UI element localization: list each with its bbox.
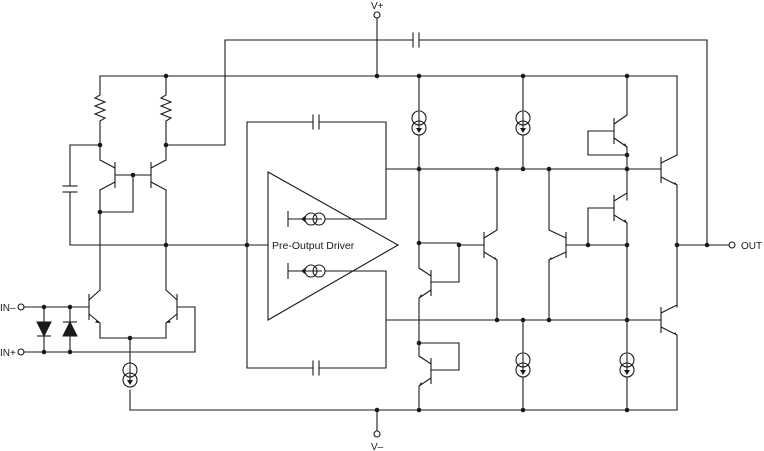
driver-internal-source-bottom <box>287 263 387 321</box>
v-minus-label: V– <box>371 442 384 451</box>
drive-transistor-b <box>548 168 591 321</box>
output-transistor-bottom <box>660 304 678 411</box>
shift-transistor-upper <box>418 242 460 344</box>
input-transistor-right <box>165 289 178 339</box>
v-plus-label: V+ <box>371 1 384 12</box>
clamp-diode-left <box>36 306 52 353</box>
in-minus-label: IN– <box>0 303 16 314</box>
compensation-capacitor-input <box>62 144 248 246</box>
shift-transistor-lower <box>416 340 460 411</box>
bias-source-1 <box>411 75 427 246</box>
pre-output-driver: Pre-Output Driver <box>244 171 400 321</box>
output-bias-transistor-mid <box>587 192 630 321</box>
driver-feedback-capacitor-bottom <box>246 244 387 376</box>
bias-source-3 <box>515 319 531 411</box>
bias-source-2 <box>515 75 531 170</box>
tail-current-source <box>122 362 138 388</box>
load-resistor-left <box>93 75 107 146</box>
drive-transistor-a <box>456 168 498 321</box>
output-bias-transistor-top <box>587 75 630 201</box>
compensation-capacitor-top <box>224 32 708 246</box>
input-transistor-left <box>88 289 101 339</box>
out-terminal: OUT <box>674 241 762 252</box>
in-plus-terminal: IN+ <box>0 306 196 359</box>
out-label: OUT <box>741 241 762 252</box>
v-plus-terminal: V+ <box>371 1 384 77</box>
pre-output-driver-label: Pre-Output Driver <box>272 240 355 252</box>
load-resistor-right <box>159 75 226 148</box>
negative-rail <box>129 407 678 413</box>
driver-feedback-capacitor-top <box>246 114 387 246</box>
clamp-diode-right <box>62 306 78 353</box>
v-minus-terminal: V– <box>371 409 384 451</box>
tail-wiring <box>99 335 167 411</box>
cascode-transistor-left <box>69 142 116 291</box>
positive-rail <box>99 73 678 79</box>
driver-internal-source-top <box>287 168 387 227</box>
cascode-bias <box>97 172 152 215</box>
in-plus-label: IN+ <box>0 348 16 359</box>
cascode-transistor-right <box>150 144 169 291</box>
output-transistor-top <box>660 75 678 308</box>
bias-source-4 <box>619 317 635 411</box>
